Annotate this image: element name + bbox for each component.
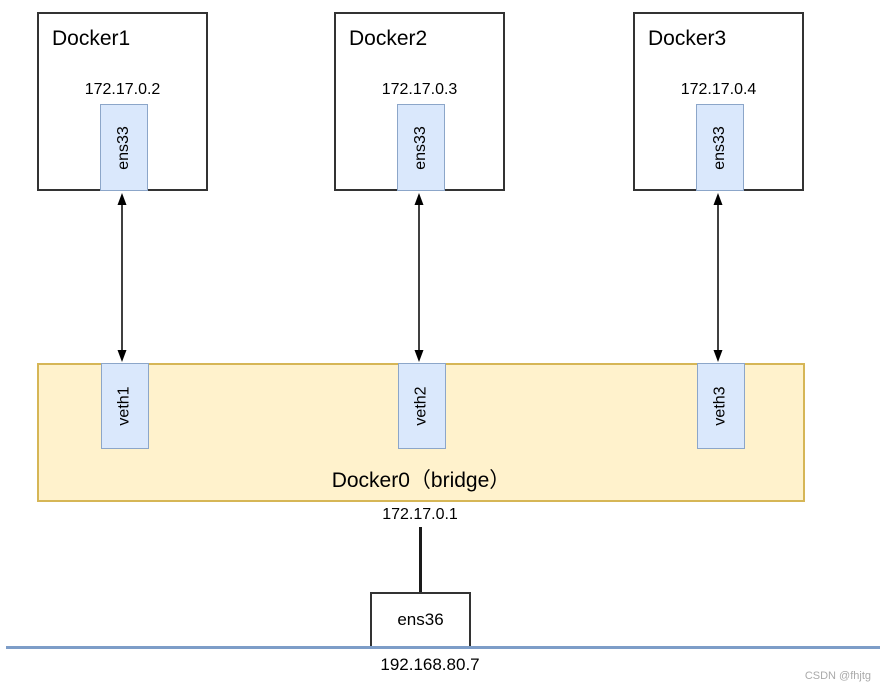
veth1-box: veth1 <box>101 363 149 449</box>
csdn-watermark: CSDN @fhjtg <box>804 670 871 682</box>
docker0-bridge-box: veth1 veth2 veth3 Docker0（bridge） <box>37 363 805 502</box>
veth3-label: veth3 <box>711 386 729 426</box>
arrow-docker3-veth3 <box>713 193 723 362</box>
docker2-ip: 172.17.0.3 <box>381 81 458 98</box>
ens36-box: ens36 <box>370 592 471 648</box>
veth3-box: veth3 <box>697 363 745 449</box>
docker3-ens33-box: ens33 <box>696 104 744 191</box>
docker1-container-box: Docker1 172.17.0.2 ens33 <box>37 12 208 191</box>
docker3-ip: 172.17.0.4 <box>680 81 757 98</box>
docker3-ens33-label: ens33 <box>711 125 728 170</box>
docker3-title: Docker3 <box>648 27 727 50</box>
ens36-label: ens36 <box>397 610 444 629</box>
arrow-docker1-veth1 <box>117 193 127 362</box>
physical-network-line <box>6 646 880 649</box>
docker3-container-box: Docker3 172.17.0.4 ens33 <box>633 12 804 191</box>
docker1-title: Docker1 <box>52 27 131 50</box>
docker0-bridge-ip: 172.17.0.1 <box>382 506 458 523</box>
docker2-ens33-box: ens33 <box>397 104 445 191</box>
veth1-label: veth1 <box>115 386 133 426</box>
docker1-ens33-box: ens33 <box>100 104 148 191</box>
docker1-ens33-label: ens33 <box>115 125 132 170</box>
docker1-ip: 172.17.0.2 <box>84 81 161 98</box>
arrow-docker2-veth2 <box>414 193 424 362</box>
docker0-bridge-label: Docker0（bridge） <box>331 469 511 492</box>
bridge-to-ens36-line <box>419 527 422 594</box>
veth2-box: veth2 <box>398 363 446 449</box>
docker2-container-box: Docker2 172.17.0.3 ens33 <box>334 12 505 191</box>
docker2-title: Docker2 <box>349 27 428 50</box>
host-network-ip: 192.168.80.7 <box>380 655 480 674</box>
docker2-ens33-label: ens33 <box>412 125 429 170</box>
veth2-label: veth2 <box>412 386 430 426</box>
